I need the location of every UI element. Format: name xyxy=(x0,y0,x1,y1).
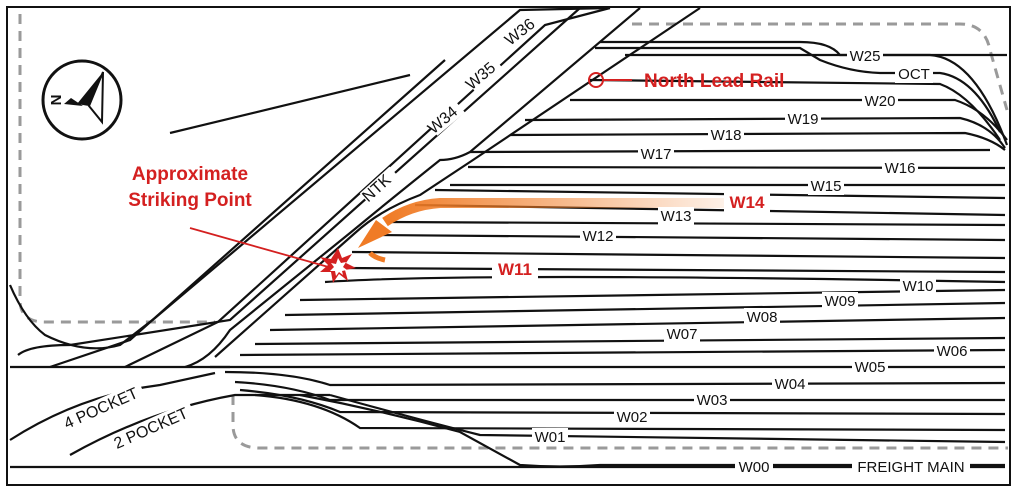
track-label-freight-main: FREIGHT MAIN xyxy=(857,459,964,476)
track-label-w01: W01 xyxy=(535,429,566,446)
north-lead-rail-marker xyxy=(588,72,632,88)
track-label-w08: W08 xyxy=(747,309,778,326)
track-label-w17: W17 xyxy=(641,146,672,163)
track-label-w18: W18 xyxy=(711,127,742,144)
diagram-frame xyxy=(6,6,1011,486)
striking-point-leader xyxy=(189,227,333,269)
track-label-w05: W05 xyxy=(855,359,886,376)
striking-point-label-line1: Approximate xyxy=(132,164,248,185)
track-label-w04: W04 xyxy=(775,376,806,393)
track-label-w20: W20 xyxy=(865,93,896,110)
compass-label: N xyxy=(48,95,65,106)
track-label-w14: W14 xyxy=(730,193,766,212)
w14-highlight-arrow xyxy=(358,198,745,263)
yard-edge-line xyxy=(169,73,411,135)
striking-point-star-icon xyxy=(320,248,356,283)
track-label-w03: W03 xyxy=(697,392,728,409)
track-label-w10: W10 xyxy=(903,278,934,295)
striking-point-label-line2: Striking Point xyxy=(128,190,252,211)
track-label-w13: W13 xyxy=(661,208,692,225)
track-label-w25: W25 xyxy=(850,48,881,65)
track-label-w19: W19 xyxy=(788,111,819,128)
track-label-w00: W00 xyxy=(739,459,770,476)
track-label-w16: W16 xyxy=(885,160,916,177)
yard-boundary xyxy=(18,14,1009,450)
yard-track-labels: W25 OCT W20 W19 W18 W17 W16 W15 W14 W13 … xyxy=(492,47,970,476)
track-label-w15: W15 xyxy=(811,178,842,195)
track-label-w11: W11 xyxy=(498,260,532,279)
track-label-w09: W09 xyxy=(825,293,856,310)
north-lead-rail-label: North Lead Rail xyxy=(644,71,784,92)
north-arrow-icon: N xyxy=(41,59,123,141)
track-label-w12: W12 xyxy=(583,228,614,245)
track-label-w02: W02 xyxy=(617,409,648,426)
diagonal-tracks xyxy=(8,6,701,369)
track-label-w07: W07 xyxy=(667,326,698,343)
track-label-w06: W06 xyxy=(937,343,968,360)
track-label-oct: OCT xyxy=(898,66,930,83)
